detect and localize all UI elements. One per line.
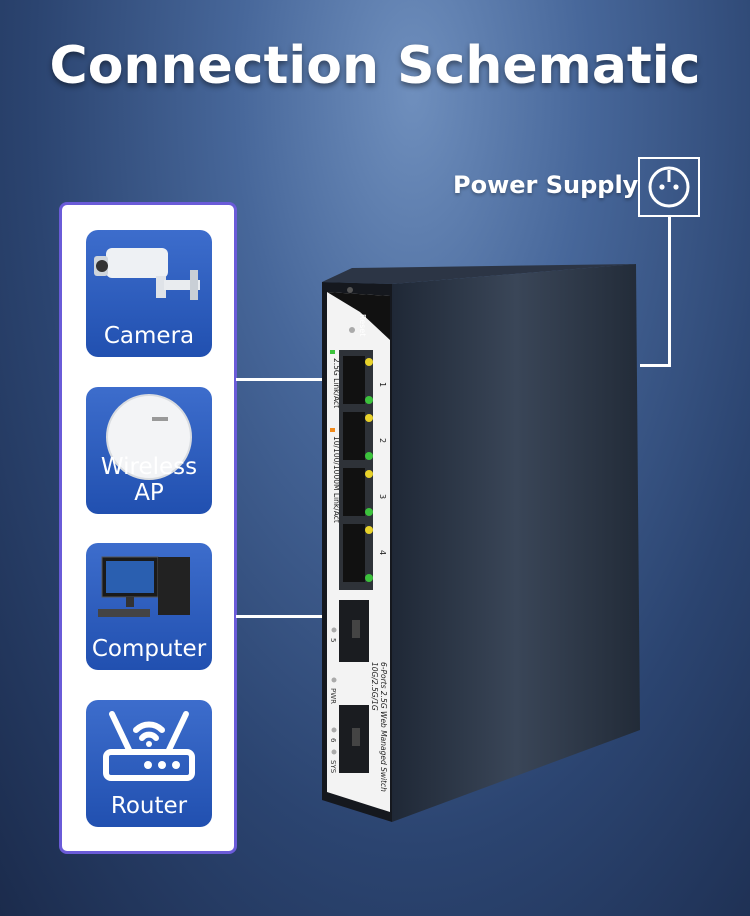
port-number: 1 (378, 382, 387, 387)
port-1[interactable] (343, 356, 373, 404)
port-number: 6 (329, 738, 337, 743)
device-panel: Camera Wireless AP Computer R (59, 202, 237, 854)
connector-line (236, 615, 322, 618)
device-computer: Computer (86, 543, 212, 670)
power-outlet-icon (638, 157, 700, 217)
sfp-port-6[interactable] (339, 705, 369, 773)
pwr-label: PWR (329, 688, 337, 704)
port-number: 4 (378, 550, 387, 555)
reset-button[interactable] (349, 327, 355, 333)
model-label: 6-Ports 2.5G Web Managed Switch (379, 662, 388, 792)
speed-label: 10G/2.5G/1G (370, 662, 379, 711)
computer-icon (98, 556, 190, 617)
port-2[interactable] (343, 412, 373, 460)
connector-line (236, 378, 322, 381)
access-point-icon (106, 394, 192, 480)
device-label: Router (110, 793, 188, 819)
legend-1g: 10/100/1000M Link/Act (332, 436, 341, 523)
page-title: Connection Schematic (49, 36, 701, 96)
sfp-port-5[interactable] (339, 600, 369, 662)
reset-label: Reset (358, 314, 367, 336)
device-label: Computer (91, 636, 207, 662)
sys-label: SYS (329, 760, 337, 774)
port-number: 5 (329, 638, 337, 642)
port-number: 2 (378, 438, 387, 443)
port-3[interactable] (343, 468, 373, 516)
pwr-led (331, 677, 337, 683)
device-label: Camera (103, 323, 195, 349)
camera-icon (94, 248, 200, 300)
device-router: Router (86, 700, 212, 827)
power-line (640, 364, 671, 367)
router-icon (103, 711, 195, 781)
legend-25g: 2.5G Link/Act (332, 358, 341, 408)
port-number: 3 (378, 494, 387, 499)
port-4[interactable] (343, 524, 373, 582)
rj45-ports (339, 350, 373, 590)
sys-led (331, 749, 337, 755)
power-line (668, 215, 671, 367)
power-supply-label: Power Supply (453, 171, 639, 199)
device-camera: Camera (86, 230, 212, 357)
device-wireless-ap: Wireless AP (86, 387, 212, 514)
device-label: Wireless AP (100, 454, 198, 506)
